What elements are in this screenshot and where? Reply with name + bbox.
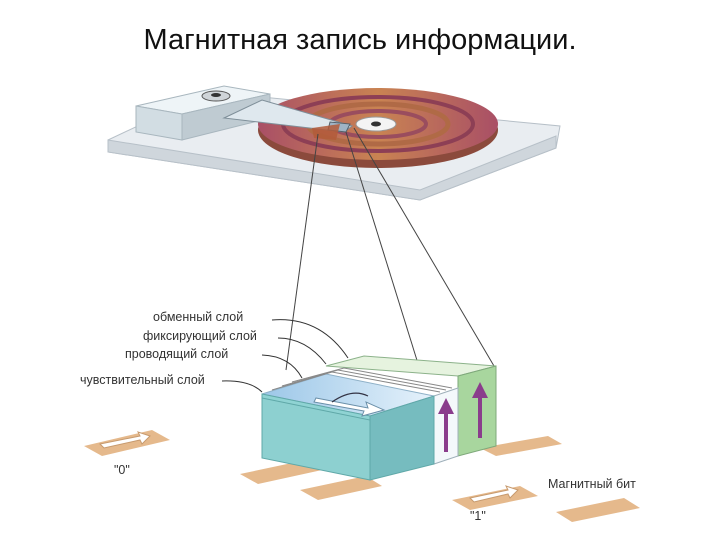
rotation-arrow-icon (331, 392, 369, 403)
bit-zero-arrow-icon (98, 431, 151, 449)
leader-exchange (271, 319, 349, 359)
purple-arrow-up-icon (472, 382, 488, 398)
label-conducting-layer: проводящий слой (125, 347, 228, 361)
purple-arrow-shaft (444, 412, 448, 452)
bit-tile (480, 436, 562, 456)
bit-tile (452, 486, 538, 510)
zoom-line-left (285, 133, 319, 371)
purple-arrow-up-icon (438, 398, 454, 414)
zoom-line-right (353, 127, 495, 367)
bit-one-arrow-icon (468, 485, 519, 503)
label-bit-one: "1" (470, 509, 486, 523)
layer-lines (291, 367, 453, 389)
slide-title: Магнитная запись информации. (143, 24, 577, 56)
actuator-pivot-hole (211, 93, 221, 97)
drive-base-edge (107, 135, 557, 201)
label-magnetic-bit: Магнитный бит (548, 477, 636, 491)
bit-tile (556, 498, 640, 522)
label-fixing-layer: фиксирующий слой (143, 329, 257, 343)
label-leaders (221, 319, 349, 393)
leader-sensitive (221, 380, 263, 393)
hard-disk-drive (107, 85, 561, 201)
bit-tile (300, 476, 382, 500)
head-position-marker (312, 124, 340, 140)
actuator-arm (222, 99, 354, 133)
teal-block-front-face (261, 397, 371, 481)
zoom-line-center (345, 131, 421, 371)
zoom-lines (285, 127, 495, 371)
purple-arrow-shaft (478, 396, 482, 438)
spindle-center (371, 121, 381, 127)
label-exchange-layer: обменный слой (153, 310, 243, 324)
leader-fixing (277, 337, 327, 365)
bit-tile-arrows (98, 431, 519, 503)
label-sensitive-layer: чувствительный слой (80, 373, 205, 387)
leader-conducting (261, 354, 303, 379)
green-block-front (457, 365, 497, 457)
label-bit-zero: "0" (114, 463, 130, 477)
layer-stack (261, 355, 497, 481)
magnetization-arrow-icon (313, 397, 386, 417)
spin-arrows (438, 382, 488, 452)
